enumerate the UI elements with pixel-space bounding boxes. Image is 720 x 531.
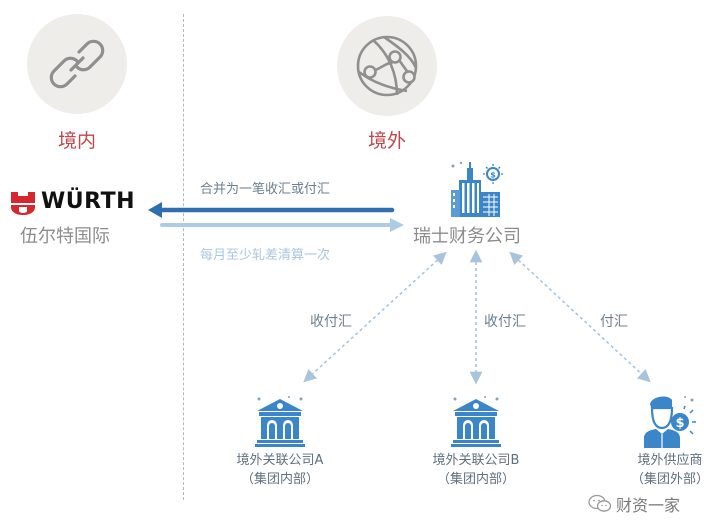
edge-label-supplier: 付汇 xyxy=(600,314,628,330)
overseas-icon-circle xyxy=(337,16,437,116)
node-affiliate-b: 境外关联公司B （集团内部） xyxy=(406,395,546,489)
hub-name: 瑞士财务公司 xyxy=(413,226,521,247)
edge-label-a: 收付汇 xyxy=(310,314,352,330)
hub-connectors xyxy=(303,250,651,385)
bank-icon xyxy=(255,396,305,447)
flow-arrows xyxy=(148,202,404,232)
domestic-icon-circle xyxy=(27,14,127,114)
svg-text:$: $ xyxy=(675,416,684,431)
outbound-flow-label: 合并为一笔收汇或付汇 xyxy=(200,182,331,197)
overseas-label: 境外 xyxy=(367,130,406,152)
edge-label-b: 收付汇 xyxy=(484,314,526,330)
connector-a xyxy=(303,251,447,383)
bank-icon xyxy=(451,396,501,447)
node-sub: （集团外部） xyxy=(630,472,709,487)
wurth-logo: WÜRTH xyxy=(10,188,140,218)
outbound-arrowhead-icon xyxy=(148,202,162,218)
watermark: 财资一家 xyxy=(588,492,680,516)
node-sub: （集团内部） xyxy=(240,472,319,487)
region-divider xyxy=(183,14,184,500)
node-sub: （集团内部） xyxy=(436,472,515,487)
office-buildings-icon: $ xyxy=(451,161,503,217)
left-entity-name: 伍尔特国际 xyxy=(20,226,110,247)
domestic-label: 境内 xyxy=(57,130,96,152)
wurth-logo-text: WÜRTH xyxy=(41,189,136,214)
node-name: 境外关联公司B xyxy=(432,453,520,468)
wurth-logo-mark-icon xyxy=(11,192,35,215)
node-name: 境外关联公司A xyxy=(236,453,324,468)
inbound-arrowhead-icon xyxy=(390,218,404,232)
svg-text:$: $ xyxy=(490,171,496,180)
inbound-flow-label: 每月至少轧差清算一次 xyxy=(200,248,331,263)
node-supplier: $ 境外供应商 （集团外部） xyxy=(615,392,720,489)
watermark-text: 财资一家 xyxy=(616,496,681,515)
globe-network-icon xyxy=(356,35,418,97)
node-name: 境外供应商 xyxy=(637,453,703,468)
supplier-person-icon: $ xyxy=(644,396,696,448)
link-icon xyxy=(49,39,105,89)
node-affiliate-a: 境外关联公司A （集团内部） xyxy=(210,395,350,489)
wechat-icon xyxy=(588,494,612,512)
